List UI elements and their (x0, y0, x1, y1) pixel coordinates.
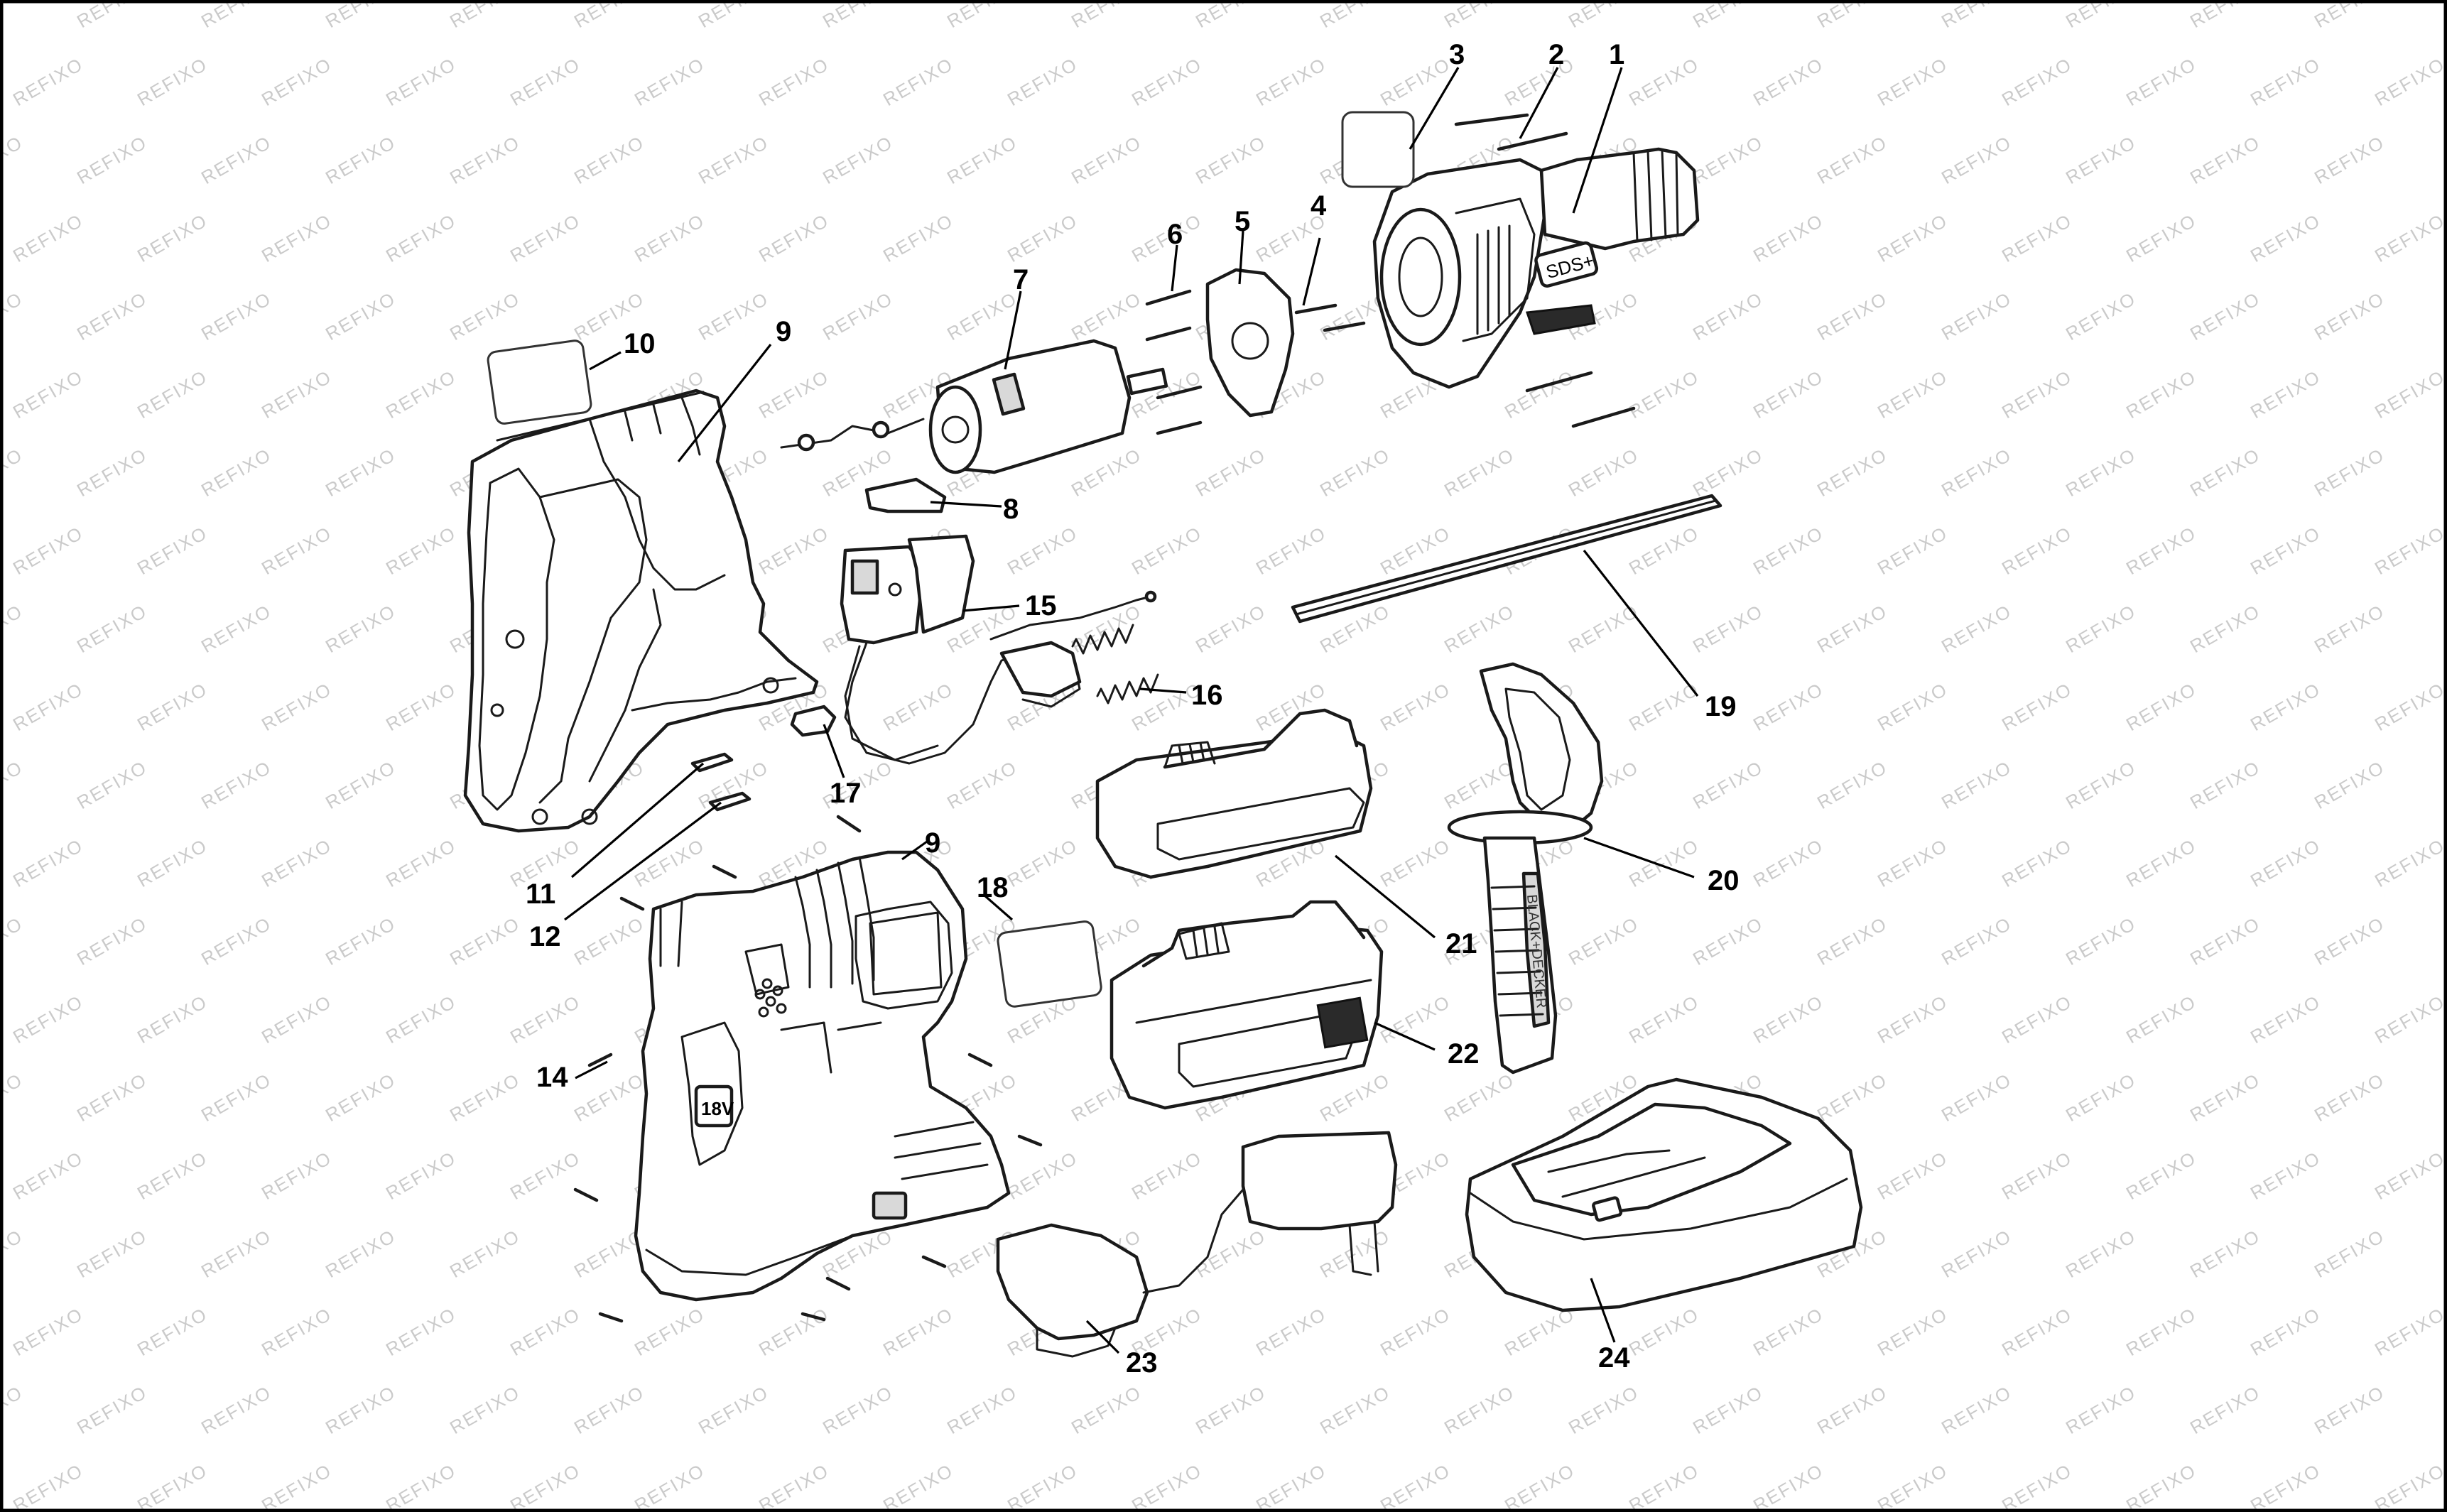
callout-8: 8 (1003, 494, 1019, 525)
housing-label (487, 339, 592, 425)
callout-3: 3 (1449, 39, 1465, 70)
callout-numbers: 1 2 3 4 5 6 7 8 9 10 11 12 14 15 16 17 1… (526, 39, 1740, 1378)
callout-5: 5 (1235, 206, 1250, 237)
side-handle: BLACK+DECKER (1447, 662, 1604, 1075)
gearbox-screws (1454, 113, 1636, 428)
callout-12: 12 (529, 921, 561, 952)
gearbox-pins (1294, 303, 1366, 332)
callout-15: 15 (1025, 590, 1057, 621)
gearbox-chuck-assembly: SDS+ (1372, 147, 1700, 389)
battery-pack-small (1095, 708, 1373, 879)
callout-2: 2 (1548, 39, 1564, 70)
callout-17: 17 (830, 778, 862, 809)
callout-22: 22 (1448, 1038, 1480, 1070)
callout-16: 16 (1191, 680, 1223, 711)
callout-9-bottom: 9 (925, 827, 940, 859)
electric-motor (780, 339, 1168, 474)
charging-base (1465, 1077, 1863, 1312)
callout-23: 23 (1126, 1347, 1158, 1378)
callout-24: 24 (1598, 1342, 1630, 1374)
voltage-badge-text: 18V (701, 1098, 734, 1119)
motor-flange (1205, 268, 1295, 418)
trigger-switch (840, 534, 1157, 765)
callout-7: 7 (1013, 264, 1029, 295)
callout-14: 14 (536, 1062, 568, 1093)
leader-lines (564, 67, 1699, 1354)
callout-11: 11 (526, 879, 555, 910)
callout-9-top: 9 (776, 316, 791, 347)
drill-body-assembled: 18V (634, 850, 1011, 1302)
callout-6: 6 (1167, 219, 1183, 250)
body-label (997, 920, 1102, 1008)
callout-20: 20 (1708, 865, 1740, 896)
rating-label-plate (1341, 111, 1415, 188)
depth-rod (1291, 494, 1722, 624)
callout-18: 18 (977, 872, 1009, 903)
body-screws (573, 815, 1043, 1323)
callout-1: 1 (1609, 39, 1624, 70)
callout-4: 4 (1311, 190, 1327, 222)
callout-19: 19 (1705, 691, 1737, 722)
callout-10: 10 (624, 328, 656, 359)
brush-holder (864, 477, 947, 513)
springs (1071, 624, 1159, 705)
housing-half-left (463, 388, 819, 833)
charger-adapter (996, 1131, 1398, 1358)
battery-pack-large (1109, 900, 1384, 1110)
sds-badge (1534, 241, 1599, 288)
callout-21: 21 (1445, 928, 1477, 959)
motor-screws (1145, 289, 1203, 435)
